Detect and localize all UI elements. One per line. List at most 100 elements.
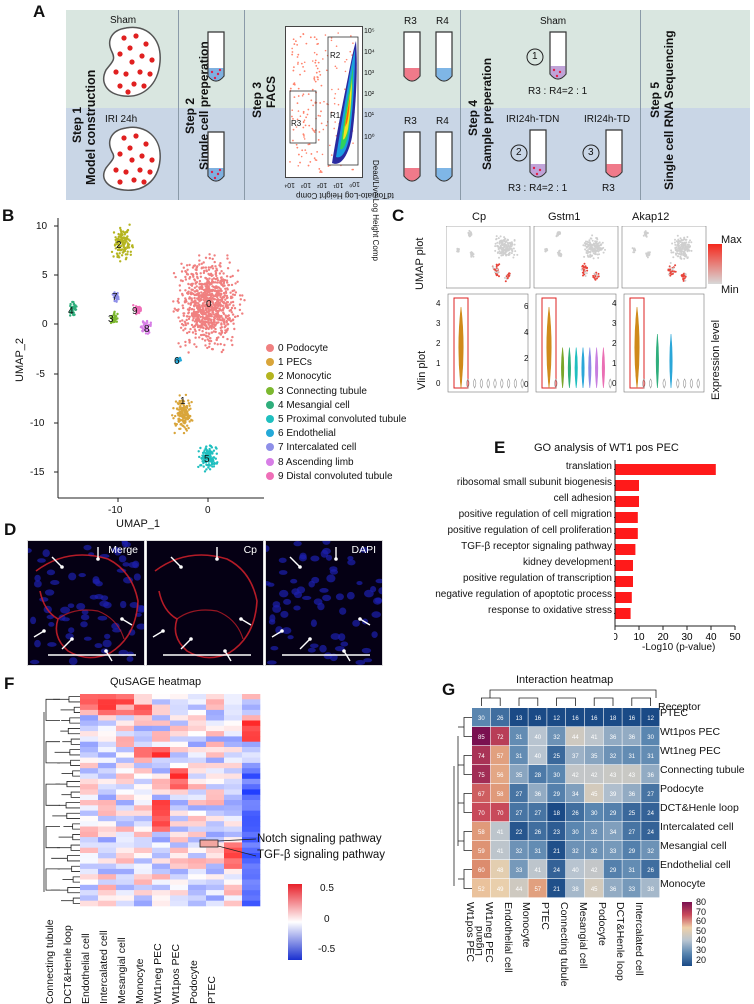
interaction-cell [490, 879, 509, 898]
interaction-cell-value: 35 [591, 754, 598, 760]
interaction-cell-value: 36 [647, 773, 654, 779]
interaction-cell [490, 746, 509, 765]
interaction-cell-value: 44 [572, 735, 579, 741]
interaction-cell [547, 841, 566, 860]
gate-r2: R2 [330, 51, 341, 60]
interaction-cell [547, 708, 566, 727]
go-term: response to oxidative stress [488, 605, 612, 616]
interaction-cell-value: 32 [591, 849, 598, 855]
interaction-cell-value: 32 [553, 735, 560, 741]
interaction-row-label: Connecting tubule [660, 764, 745, 776]
interaction-cell [490, 765, 509, 784]
interaction-cell [472, 822, 491, 841]
interaction-cell [603, 803, 622, 822]
svg-text:3: 3 [108, 314, 114, 325]
step4-title: Sample preperation [480, 57, 494, 170]
interaction-cell [547, 746, 566, 765]
facs-ylabel: Dead/Live-Log Height Comp [371, 160, 380, 261]
interaction-cell-value: 36 [534, 792, 541, 798]
micrograph-dapi: DAPI [265, 540, 383, 666]
interaction-cell [641, 784, 660, 803]
interaction-cell-value: 43 [628, 773, 635, 779]
interaction-cell-value: 29 [553, 792, 560, 798]
interaction-cell-value: 16 [534, 716, 541, 722]
facs-plot: R3 R1 R2 [285, 26, 363, 178]
svg-text:9: 9 [132, 306, 138, 317]
interaction-cell-value: 42 [591, 773, 598, 779]
interaction-cell-value: 27 [534, 811, 541, 817]
interaction-row-label: Mesangial cell [660, 840, 727, 852]
umap-xtick: -10 [108, 505, 123, 516]
interaction-cell [584, 879, 603, 898]
sample2-number-icon [510, 144, 528, 162]
sample3-tube-icon [605, 129, 623, 178]
umap-ytick: 10 [36, 221, 48, 232]
qusage-title: QuSAGE heatmap [110, 676, 202, 688]
expression-colorbar [708, 244, 722, 284]
interaction-cell-value: 26 [647, 868, 654, 874]
umap-ytick: -15 [30, 467, 45, 478]
interaction-cell [509, 746, 528, 765]
interaction-cell-value: 85 [478, 735, 485, 741]
go-bar [615, 512, 638, 523]
s4-tdn-label: IRI24h-TDN [506, 114, 560, 125]
interaction-cell [622, 860, 641, 879]
interaction-cell-value: 23 [553, 830, 560, 836]
interaction-cell [528, 746, 547, 765]
interaction-cell [603, 879, 622, 898]
sample3-number-icon [582, 144, 600, 162]
sample1-tube-icon [549, 31, 567, 80]
r4-label-bottom: R4 [436, 116, 449, 127]
interaction-cell-value: 41 [497, 830, 504, 836]
gate-r3: R3 [291, 119, 302, 128]
go-term: kidney development [523, 557, 612, 568]
interaction-cell-value: 42 [591, 868, 598, 874]
panel-d-letter: D [4, 520, 17, 539]
step1-label: Step 1 [70, 106, 84, 143]
violin-plots [447, 293, 705, 393]
umap-plot-label: UMAP plot [414, 237, 426, 290]
interaction-dendrogram [481, 689, 657, 706]
interaction-cell-value: 31 [516, 754, 523, 760]
umap-ytick: -5 [36, 369, 45, 380]
legend-item: 4 Mesangial cell [266, 399, 406, 413]
interaction-cell-value: 32 [610, 754, 617, 760]
interaction-cell-value: 33 [628, 887, 635, 893]
legend-item: 6 Endothelial [266, 427, 406, 441]
interaction-column-label: PTEC [539, 902, 552, 931]
sham-label: Sham [110, 15, 137, 26]
interaction-cell [584, 822, 603, 841]
umap-ytick: -10 [30, 418, 45, 429]
interaction-cell-value: 31 [628, 754, 635, 760]
interaction-cell [622, 879, 641, 898]
gene-cp: Cp [472, 211, 487, 223]
legend-item: 8 Ascending limb [266, 456, 406, 470]
interaction-cell [528, 822, 547, 841]
interaction-column-label: Monocyte [520, 902, 533, 948]
interaction-cell-value: 32 [516, 849, 523, 855]
interaction-cell [566, 784, 585, 803]
kidney-sham-icon [103, 26, 161, 97]
qusage-column-label: Wt1neg PEC [152, 943, 164, 1004]
interaction-cell [641, 822, 660, 841]
interaction-cell-value: 31 [628, 868, 635, 874]
interaction-cell [641, 803, 660, 822]
step3-title: FACS [264, 75, 278, 108]
go-xtick: 50 [729, 632, 741, 643]
interaction-cell [584, 784, 603, 803]
interaction-cell [566, 727, 585, 746]
interaction-cell-value: 41 [591, 735, 598, 741]
interaction-cell [528, 784, 547, 803]
interaction-cell [472, 784, 491, 803]
interaction-cell [584, 708, 603, 727]
umap-ylabel: UMAP_2 [14, 337, 26, 382]
interaction-cell [641, 727, 660, 746]
panel-f-letter: F [4, 674, 15, 693]
interaction-cell-value: 33 [610, 849, 617, 855]
qusage-column-label: Intercalated cell [98, 930, 110, 1004]
step5-label: Step 5 [648, 81, 662, 118]
step2-label: Step 2 [183, 97, 197, 134]
